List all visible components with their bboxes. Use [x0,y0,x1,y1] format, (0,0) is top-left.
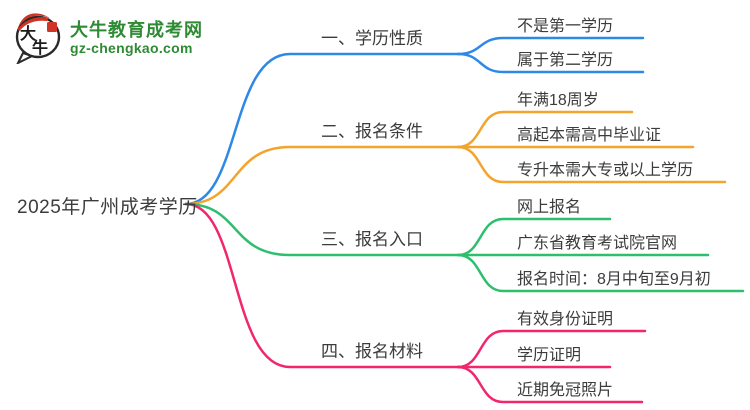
leaf-id-proof[interactable]: 有效身份证明 [517,311,614,328]
leaf-degree-not-first[interactable]: 不是第一学历 [517,18,614,35]
leaf-college-degree[interactable]: 专升本需大专或以上学历 [517,162,694,179]
leaf-photo[interactable]: 近期免冠照片 [517,382,614,399]
branch-4-label[interactable]: 四、报名材料 [321,342,423,361]
site-domain: gz-chengkao.com [70,40,193,57]
branch-3-lines [184,202,745,293]
leaf-online-registration[interactable]: 网上报名 [517,199,582,216]
branch-4-lines [184,202,647,404]
root-topic[interactable]: 2025年广州成考学历 [17,197,198,218]
svg-text:大: 大 [20,24,36,43]
leaf-age-requirement[interactable]: 年满18周岁 [517,92,599,109]
svg-text:牛: 牛 [32,38,48,57]
leaf-registration-time[interactable]: 报名时间：8月中旬至9月初 [517,271,711,288]
leaf-degree-second[interactable]: 属于第二学历 [517,52,614,69]
site-logo[interactable]: 大 牛 大牛教育成考网 gz-chengkao.com [13,12,203,64]
site-logo-text: 大牛教育成考网 gz-chengkao.com [70,20,203,57]
branch-2-label[interactable]: 二、报名条件 [321,122,423,141]
branch-2-lines [184,110,727,206]
leaf-highschool-diploma[interactable]: 高起本需高中毕业证 [517,127,662,144]
leaf-official-website[interactable]: 广东省教育考试院官网 [517,235,678,252]
daniu-bull-bubble-icon: 大 牛 [15,13,61,64]
branch-1-lines [184,36,645,206]
site-name: 大牛教育成考网 [70,19,203,40]
branch-3-label[interactable]: 三、报名入口 [321,230,423,249]
branch-1-label[interactable]: 一、学历性质 [321,29,423,48]
leaf-education-proof[interactable]: 学历证明 [517,347,582,364]
